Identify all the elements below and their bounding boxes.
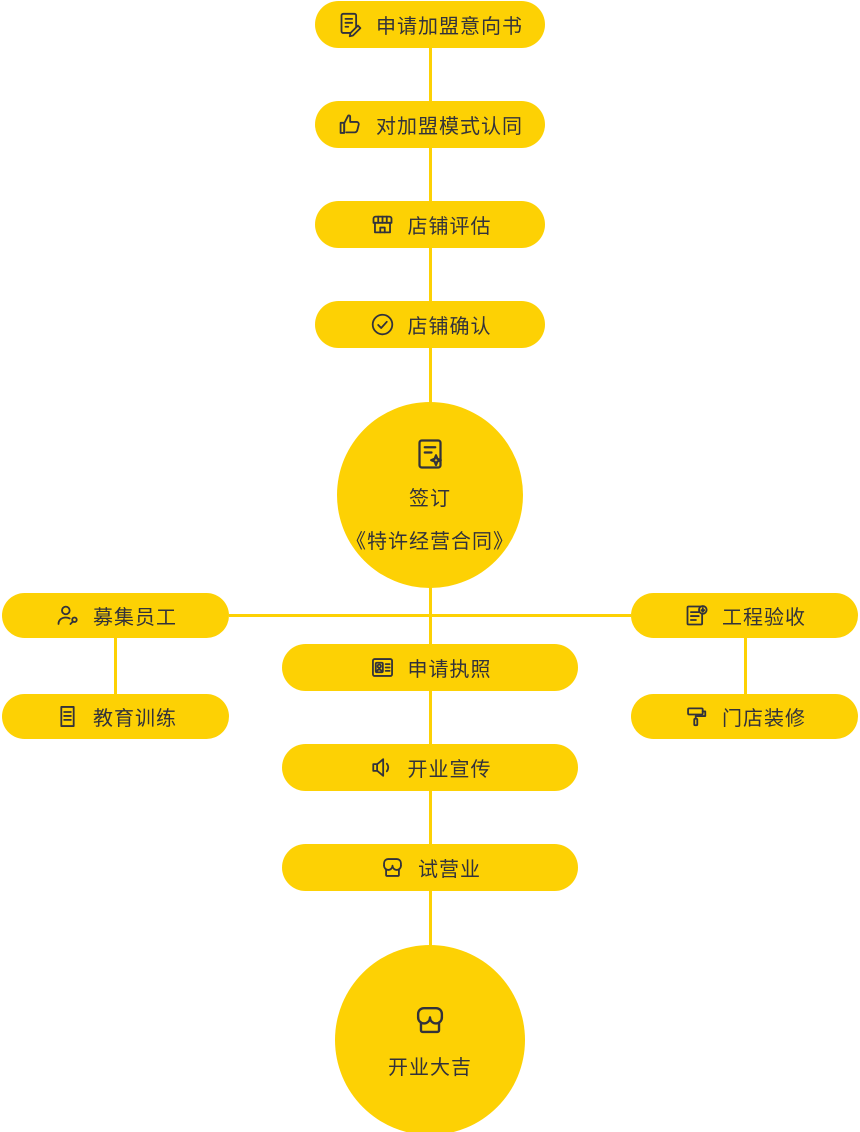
connector-line [229, 614, 631, 617]
connector-line [429, 48, 432, 101]
license-id-card-icon [371, 658, 393, 677]
step-label: 店铺评估 [407, 216, 492, 238]
edit-document-icon [340, 12, 362, 38]
node-grand-opening: 开业大吉 [335, 945, 525, 1132]
node-label: 开业大吉 [388, 1056, 472, 1079]
open-store-icon [416, 1006, 444, 1033]
connector-line [114, 638, 117, 695]
step-apply-license: 申请执照 [282, 644, 578, 691]
connector-line [429, 691, 432, 744]
step-agree-model: 对加盟模式认同 [315, 101, 545, 148]
step-label: 申请加盟意向书 [376, 16, 523, 38]
step-project-acceptance: 工程验收 [631, 593, 858, 638]
step-recruit-staff: 募集员工 [2, 593, 229, 638]
contract-star-icon [418, 439, 442, 469]
step-label: 开业宣传 [407, 759, 492, 781]
node-label-line1: 签订 [409, 488, 451, 510]
thumbs-up-icon [339, 114, 360, 134]
speaker-icon [371, 758, 389, 777]
step-apply-intent: 申请加盟意向书 [315, 1, 545, 48]
step-store-confirm: 店铺确认 [315, 301, 545, 348]
connector-line [429, 891, 432, 946]
check-circle-icon [371, 313, 393, 336]
training-notes-icon [60, 706, 75, 727]
step-label: 店铺确认 [407, 316, 492, 338]
step-store-decoration: 门店装修 [631, 694, 858, 739]
inspection-approved-icon [686, 605, 708, 626]
trial-store-icon [383, 858, 402, 877]
step-label: 教育训练 [93, 708, 177, 730]
step-label: 工程验收 [722, 607, 806, 629]
step-label: 试营业 [418, 859, 481, 881]
node-sign-contract: 签订 《特许经营合同》 [337, 402, 523, 588]
storefront-awning-icon [372, 215, 392, 234]
step-label: 募集员工 [93, 607, 177, 629]
step-label: 申请执照 [407, 659, 492, 681]
step-training: 教育训练 [2, 694, 229, 739]
step-opening-promotion: 开业宣传 [282, 744, 578, 791]
step-store-evaluation: 店铺评估 [315, 201, 545, 248]
step-label: 对加盟模式认同 [376, 116, 523, 138]
node-label-line2: 《特许经营合同》 [346, 531, 514, 553]
connector-line [744, 638, 747, 695]
connector-line [429, 348, 432, 403]
connector-line [429, 148, 432, 201]
recruit-staff-icon [57, 605, 78, 625]
connector-line [429, 248, 432, 301]
paint-roller-icon [687, 707, 707, 727]
step-trial-operation: 试营业 [282, 844, 578, 891]
step-label: 门店装修 [722, 708, 806, 730]
connector-line [429, 791, 432, 844]
